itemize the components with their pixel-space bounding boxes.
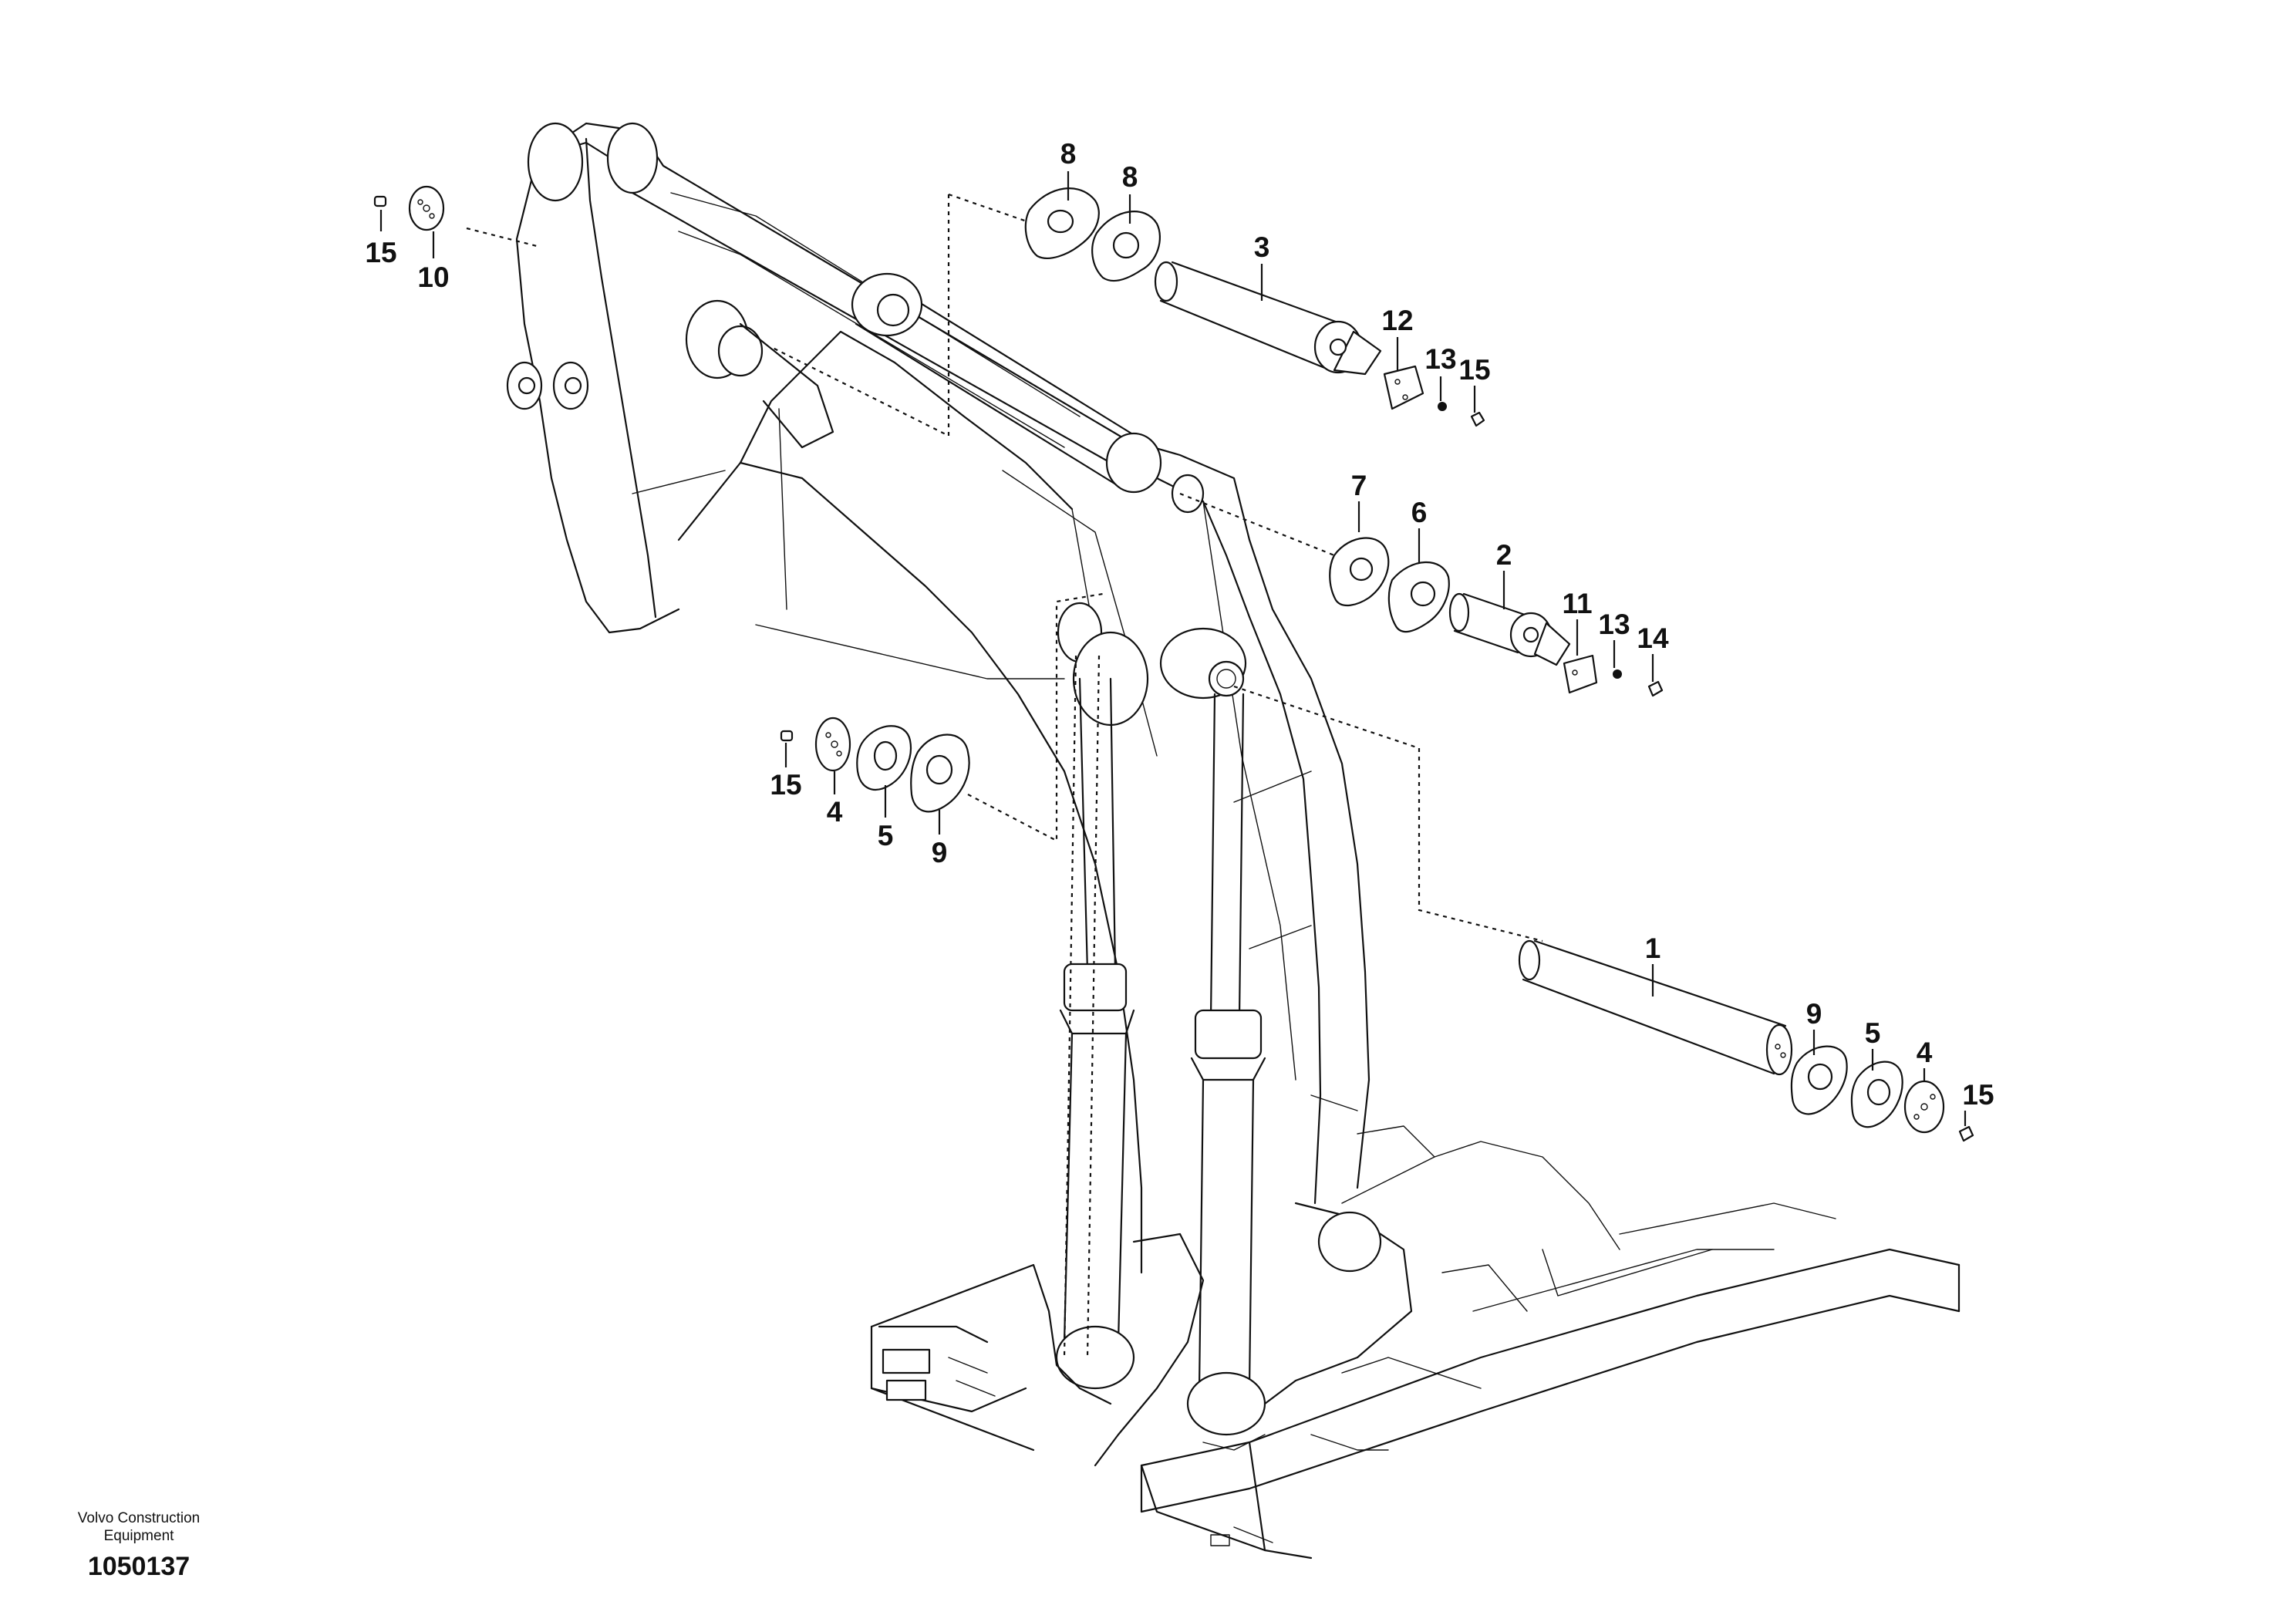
pin-set-left-mid <box>780 717 970 813</box>
pin-set-boom-cylinder-upper <box>1329 537 1664 697</box>
illustration-reference-number: 1050137 <box>87 1552 190 1581</box>
callout-1: 1 <box>1645 932 1661 964</box>
callout-15: 15 <box>365 237 396 268</box>
pin-set-boom-foot <box>1518 939 1974 1142</box>
pin-set-top-left <box>373 185 445 231</box>
callout-8: 8 <box>1060 138 1077 170</box>
callout-11: 11 <box>1562 588 1592 619</box>
upper-frame <box>870 1125 1961 1560</box>
callout-6: 6 <box>1411 497 1428 528</box>
callout-numbers: 8 8 3 12 13 15 15 10 7 6 2 11 13 14 15 4… <box>365 138 1994 1111</box>
callout-7: 7 <box>1351 470 1367 501</box>
callout-15: 15 <box>1458 354 1490 386</box>
boom-cylinders <box>1055 655 1266 1436</box>
callout-15: 15 <box>770 769 801 801</box>
callout-4: 4 <box>827 796 843 828</box>
callout-14: 14 <box>1637 622 1669 654</box>
manufacturer-name-line2: Equipment <box>103 1528 174 1544</box>
callout-13: 13 <box>1598 609 1630 640</box>
callout-5: 5 <box>878 820 894 851</box>
callout-10: 10 <box>417 261 449 293</box>
callout-12: 12 <box>1381 305 1413 336</box>
callout-13: 13 <box>1424 343 1456 375</box>
boom-structure <box>506 122 1371 1274</box>
callout-2: 2 <box>1496 539 1512 571</box>
manufacturer-name: Volvo Construction <box>77 1510 201 1526</box>
callout-8: 8 <box>1122 161 1138 193</box>
pin-set-arm-cylinder <box>1024 187 1485 427</box>
callout-5: 5 <box>1865 1017 1881 1049</box>
callout-3: 3 <box>1254 231 1270 263</box>
assembly-lines <box>466 193 1543 943</box>
callout-9: 9 <box>1806 998 1822 1030</box>
callout-leaders <box>379 171 1967 1126</box>
callout-9: 9 <box>932 837 948 868</box>
callout-15: 15 <box>1962 1079 1994 1111</box>
callout-4: 4 <box>1917 1037 1933 1068</box>
